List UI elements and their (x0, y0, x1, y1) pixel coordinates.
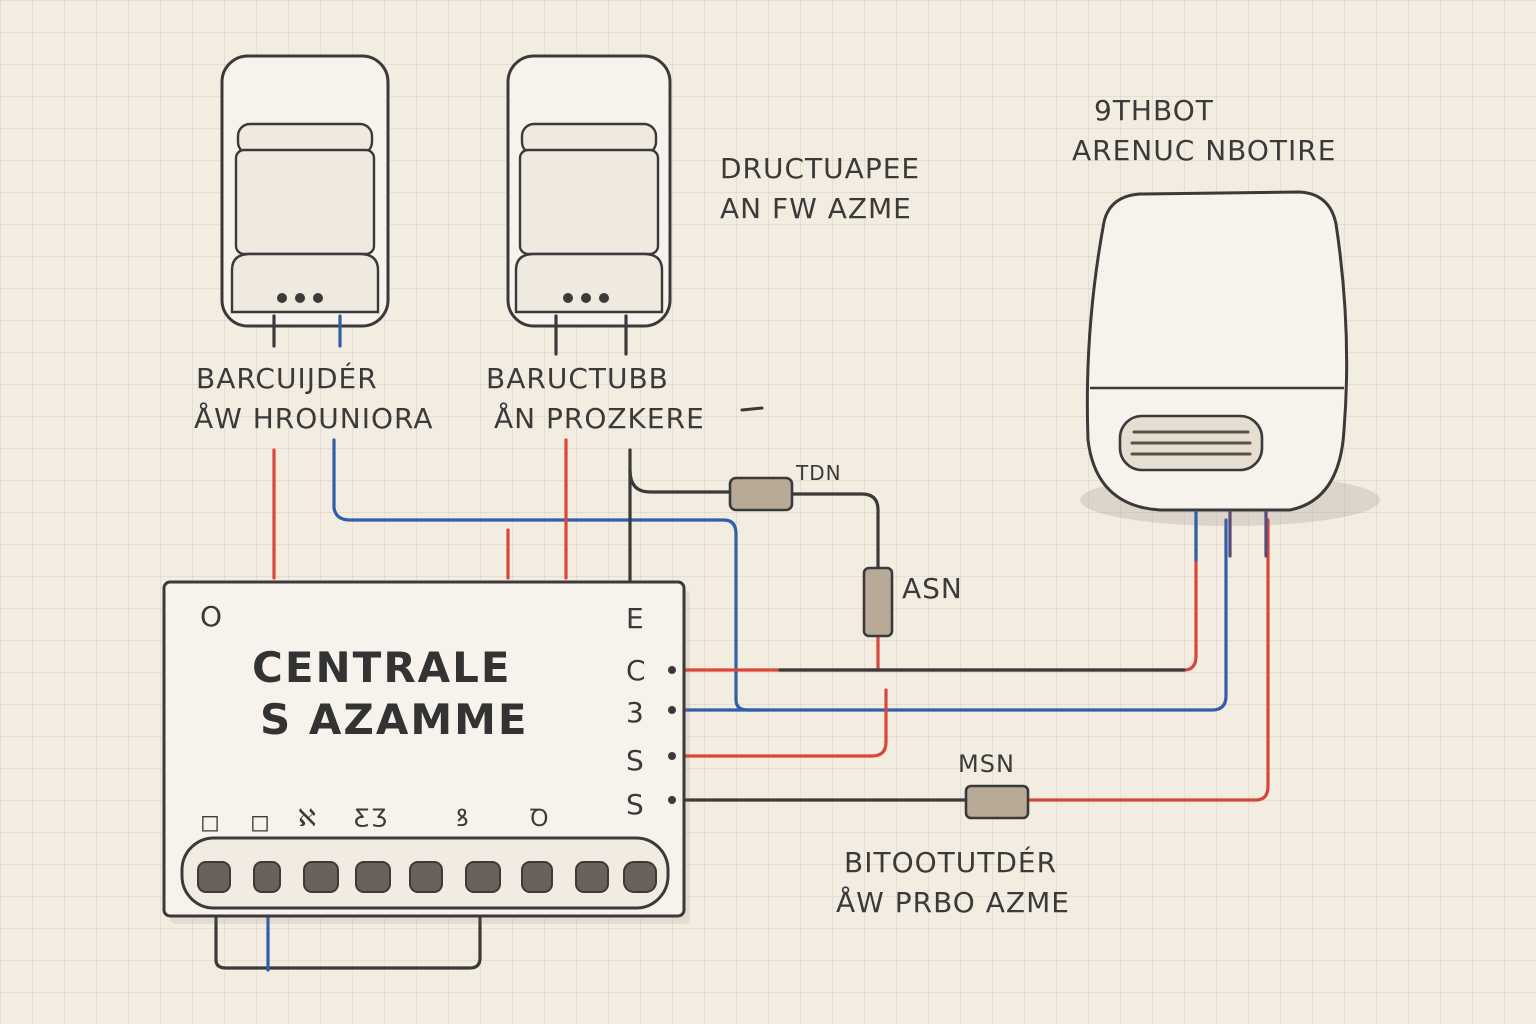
top-note-line-2: AN FW AZME (720, 192, 912, 225)
siren: 9THBOT ARENUC NBOTIRE (1072, 94, 1380, 562)
terminal-screws (668, 666, 676, 804)
resistor-top: TDN (728, 461, 842, 512)
key-9[interactable] (623, 861, 657, 893)
detector-middle-label-1: BARUCTUBB (486, 362, 669, 395)
resistor-vertical: ASN (862, 566, 963, 638)
detector-middle-led-2 (581, 293, 591, 303)
key-2[interactable] (253, 861, 281, 893)
detector-middle-led-1 (563, 293, 573, 303)
indicator-5: ꝸ (456, 804, 470, 832)
detector-middle-label-tick (740, 406, 764, 412)
detector-left-led-2 (295, 293, 305, 303)
detector-left-led-3 (313, 293, 323, 303)
key-8[interactable] (575, 861, 609, 893)
control-panel: O CENTRALE S AZAMME E C 3 S S ◻ ◻ ℵ ƸƷ ꝸ… (162, 580, 690, 924)
siren-grille-slots (1130, 430, 1252, 456)
resistor-vertical-label: ASN (902, 572, 963, 605)
terminal-label-s2: S (626, 788, 645, 821)
detector-left-base (230, 252, 380, 314)
terminal-label-e: E (626, 602, 645, 635)
resistor-bottom-label: MSN (958, 750, 1015, 778)
top-note: DRUCTUAPEE AN FW AZME (720, 152, 920, 225)
wire-bottom-loop (214, 910, 482, 970)
terminal-label-s1: S (626, 744, 645, 777)
key-5[interactable] (409, 861, 443, 893)
wire-bottom-resistor-out (1026, 518, 1270, 802)
resistor-top-label: TDN (795, 461, 842, 485)
indicator-2: ◻ (250, 808, 271, 836)
bottom-note-line-1: BITOOTUTDÉR (844, 845, 1057, 879)
detector-middle-base (514, 252, 664, 314)
key-1[interactable] (197, 861, 231, 893)
key-6[interactable] (465, 861, 501, 893)
siren-label-2: ARENUC NBOTIRE (1072, 134, 1336, 167)
terminal-label-3: 3 (626, 696, 645, 729)
key-4[interactable] (355, 861, 391, 893)
top-note-line-1: DRUCTUAPEE (720, 152, 920, 185)
detector-left-led-1 (277, 293, 287, 303)
wires (214, 438, 1270, 972)
detector-middle: BARUCTUBB ÅN PROZKERE (486, 54, 764, 435)
siren-label-1: 9THBOT (1094, 94, 1214, 127)
detector-left-label-1: BARCUIJDÉR (196, 361, 378, 395)
indicator-6: Ꝺ (530, 804, 550, 832)
key-7[interactable] (521, 861, 553, 893)
detector-left-label-2: ÅW HROUNIORA (194, 401, 434, 435)
detector-left-lens (234, 148, 376, 256)
resistor-vertical-body (862, 566, 894, 638)
terminal-label-c: C (626, 654, 647, 687)
detector-middle-lens (518, 148, 660, 256)
control-panel-housing (162, 580, 686, 918)
bottom-note-line-2: ÅW PRBO AZME (836, 885, 1070, 919)
keypad-keys (197, 861, 657, 893)
indicator-1: ◻ (200, 808, 221, 836)
resistor-top-body (728, 476, 794, 512)
control-panel-title-2: S AZAMME (260, 695, 529, 744)
power-symbol: O (200, 600, 223, 633)
wire-top-resistor-feed (628, 468, 732, 494)
indicator-3: ℵ (298, 804, 317, 832)
wire-top-resistor-out (790, 492, 880, 570)
resistor-bottom: MSN (958, 750, 1030, 820)
wire-left-detector-blue (332, 438, 1228, 712)
resistor-bottom-body (964, 784, 1030, 820)
indicator-4: ƸƷ (354, 804, 388, 832)
detector-middle-led-3 (599, 293, 609, 303)
detector-middle-label-2: ÅN PROZKERE (494, 401, 705, 435)
detector-left: BARCUIJDÉR ÅW HROUNIORA (194, 54, 434, 435)
bottom-note: BITOOTUTDÉR ÅW PRBO AZME (836, 845, 1070, 919)
control-panel-title-1: CENTRALE (252, 643, 512, 692)
key-3[interactable] (303, 861, 339, 893)
wire-terminal-3 (678, 688, 888, 758)
